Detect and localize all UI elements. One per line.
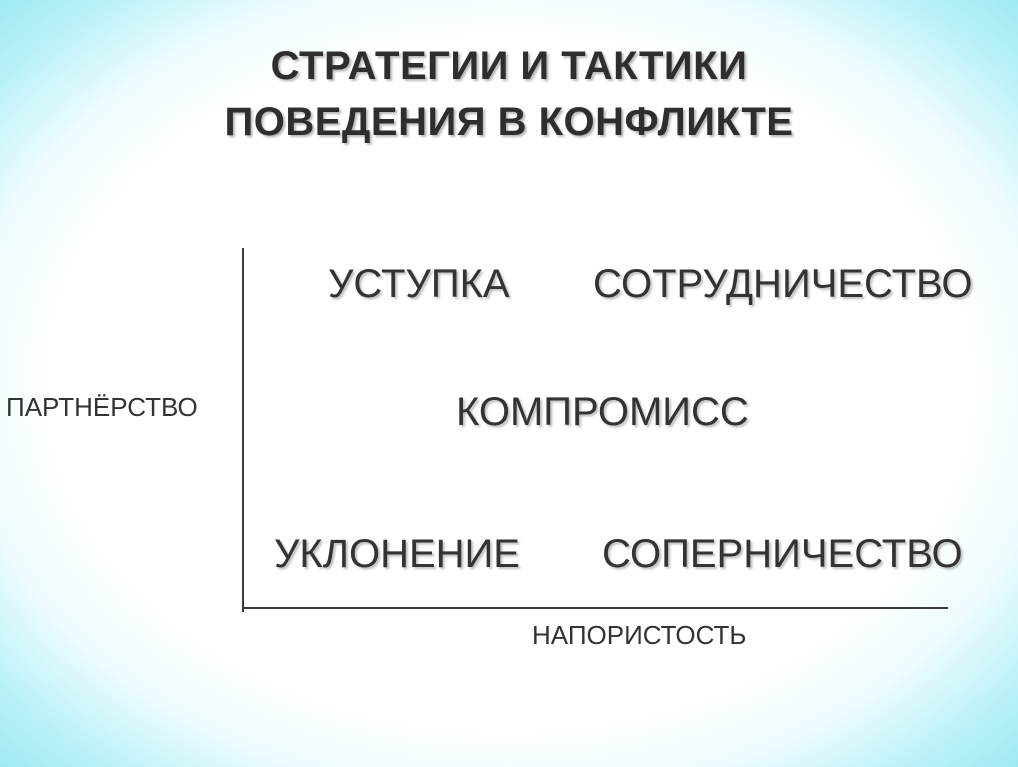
x-axis-line (242, 607, 948, 609)
title-line-2: ПОВЕДЕНИЯ В КОНФЛИКТЕ (224, 100, 794, 144)
y-axis-line (242, 248, 244, 612)
strategy-compromise: КОМПРОМИСС (456, 390, 749, 434)
slide-title: СТРАТЕГИИ И ТАКТИКИ ПОВЕДЕНИЯ В КОНФЛИКТ… (0, 38, 1018, 150)
y-axis-label: ПАРТНЁРСТВО (6, 392, 198, 422)
strategy-cooperation: СОТРУДНИЧЕСТВО (593, 262, 973, 306)
title-line-1: СТРАТЕГИИ И ТАКТИКИ (270, 44, 748, 88)
strategy-concession: УСТУПКА (328, 262, 510, 306)
strategy-competition: СОПЕРНИЧЕСТВО (602, 532, 963, 576)
strategy-avoidance: УКЛОНЕНИЕ (274, 532, 520, 576)
x-axis-label: НАПОРИСТОСТЬ (532, 620, 747, 650)
